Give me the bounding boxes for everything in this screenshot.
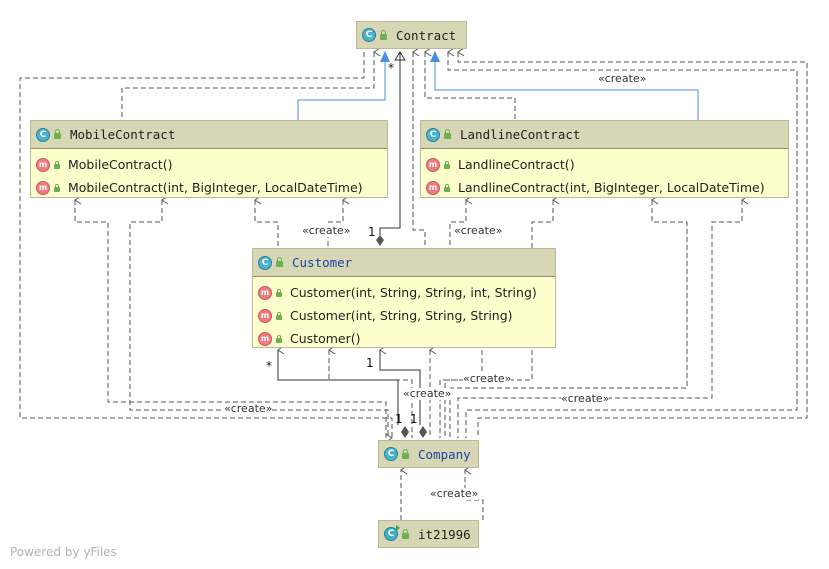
class-header: C MobileContract — [31, 121, 387, 149]
multiplicity-one-customer-company: 1 — [366, 356, 374, 370]
lock-icon — [54, 129, 61, 139]
main-class-icon: C — [384, 525, 400, 541]
inheritance-edge-mobilecontract — [297, 60, 386, 120]
method-icon: m — [258, 331, 272, 346]
lock-icon — [444, 160, 450, 169]
class-name: MobileContract — [70, 127, 176, 142]
company-composition-diamond-2 — [419, 426, 427, 438]
method-row[interactable]: m LandlineContract() — [421, 153, 788, 176]
method-row[interactable]: m Customer(int, String, String, String) — [253, 304, 555, 327]
create-label-mobile-customer: «create» — [302, 224, 351, 237]
method-icon: m — [258, 285, 272, 300]
class-icon: C — [384, 447, 398, 461]
class-header: C Contract — [357, 22, 466, 48]
class-name: Company — [418, 446, 471, 462]
method-row[interactable]: m MobileContract() — [31, 153, 387, 176]
company-composition-diamond-1 — [401, 426, 409, 438]
method-row[interactable]: m Customer(int, String, String, int, Str… — [253, 281, 555, 304]
contract-open-arrowhead — [394, 51, 406, 61]
class-mobilecontract[interactable]: C MobileContract m MobileContract() m Mo… — [30, 120, 388, 198]
class-header: C LandlineContract — [421, 121, 788, 149]
lock-icon — [444, 183, 450, 192]
method-icon: m — [36, 180, 50, 195]
multiplicity-one-customer: 1 — [368, 225, 376, 239]
inheritance-arrowhead-mobile — [380, 51, 390, 62]
method-icon: m — [36, 157, 50, 172]
lock-icon — [402, 448, 409, 459]
multiplicity-many-contract: * — [388, 61, 394, 75]
multiplicity-one-company-a: 1 — [395, 412, 403, 426]
class-icon: C — [36, 127, 50, 142]
method-icon: m — [426, 157, 440, 172]
method-signature: Customer() — [290, 331, 361, 346]
lock-icon — [444, 129, 451, 139]
inheritance-arrowhead-landline — [430, 51, 440, 62]
create-label-customer-company: «create» — [463, 372, 512, 385]
lock-icon — [402, 528, 409, 539]
lock-icon — [276, 257, 283, 267]
class-it21996[interactable]: C it21996 — [378, 520, 479, 548]
method-list: m Customer(int, String, String, int, Str… — [253, 277, 555, 350]
class-contract[interactable]: C Contract — [356, 21, 467, 49]
class-name: Customer — [292, 255, 353, 270]
method-icon: m — [258, 308, 272, 323]
lock-icon — [54, 183, 60, 192]
multiplicity-one-company-b: 1 — [410, 412, 418, 426]
lock-icon — [380, 29, 387, 40]
method-signature: MobileContract(int, BigInteger, LocalDat… — [68, 180, 363, 195]
class-name: it21996 — [418, 526, 471, 542]
lock-icon — [276, 288, 282, 297]
method-list: m MobileContract() m MobileContract(int,… — [31, 149, 387, 199]
composition-edges — [277, 52, 421, 425]
multiplicity-many-customer: * — [266, 359, 272, 373]
class-name: LandlineContract — [460, 127, 581, 142]
lock-icon — [54, 160, 60, 169]
method-row[interactable]: m Customer() — [253, 327, 555, 350]
create-label-landline-customer: «create» — [454, 224, 503, 237]
class-icon: C — [426, 127, 440, 142]
method-icon: m — [426, 180, 440, 195]
method-signature: Customer(int, String, String, int, Strin… — [290, 285, 537, 300]
lock-icon — [276, 334, 282, 343]
method-signature: LandlineContract() — [458, 157, 575, 172]
class-landlinecontract[interactable]: C LandlineContract m LandlineContract() … — [420, 120, 789, 198]
method-row[interactable]: m MobileContract(int, BigInteger, LocalD… — [31, 176, 387, 199]
class-header: C Company — [379, 441, 478, 467]
method-list: m LandlineContract() m LandlineContract(… — [421, 149, 788, 199]
class-header: C it21996 — [379, 521, 478, 547]
customer-composition-diamond — [376, 235, 384, 246]
create-label-contract-company-2: «create» — [403, 387, 452, 400]
create-label-contract-company: «create» — [598, 72, 647, 85]
watermark: Powered by yFiles — [10, 545, 117, 559]
create-label-main-company: «create» — [430, 487, 479, 500]
class-header: C Customer — [253, 249, 555, 277]
class-icon: C — [362, 28, 376, 42]
class-name: Contract — [396, 27, 457, 43]
create-label-mobile-company: «create» — [224, 402, 273, 415]
method-signature: Customer(int, String, String, String) — [290, 308, 513, 323]
inheritance-edge-landlinecontract — [434, 60, 699, 120]
create-label-landline-company: «create» — [561, 392, 610, 405]
lock-icon — [276, 311, 282, 320]
class-customer[interactable]: C Customer m Customer(int, String, Strin… — [252, 248, 556, 348]
method-signature: MobileContract() — [68, 157, 173, 172]
class-company[interactable]: C Company — [378, 440, 479, 468]
class-icon: C — [258, 255, 272, 270]
method-signature: LandlineContract(int, BigInteger, LocalD… — [458, 180, 765, 195]
method-row[interactable]: m LandlineContract(int, BigInteger, Loca… — [421, 176, 788, 199]
